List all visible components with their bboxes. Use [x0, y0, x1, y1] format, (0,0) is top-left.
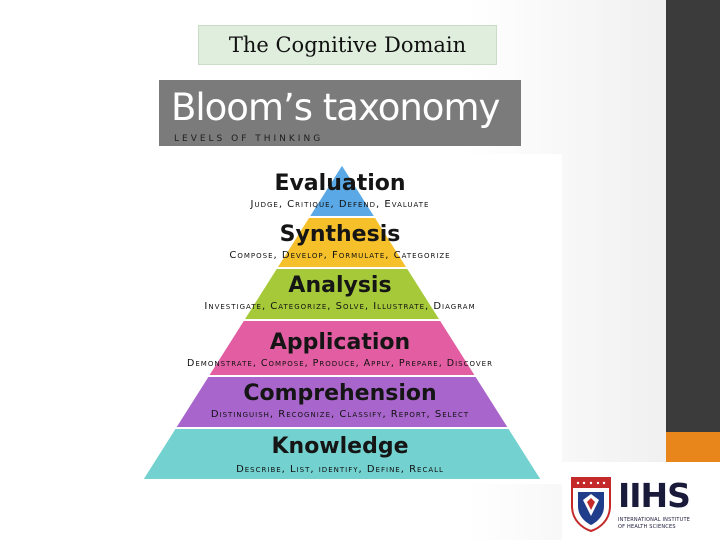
- pyramid-band-knowledge: [140, 427, 544, 481]
- level-name-analysis: Analysis: [288, 273, 392, 298]
- level-name-evaluation: Evaluation: [274, 171, 406, 196]
- level-verbs-comprehension: Distinguish, Recognize, Classify, Report…: [210, 409, 470, 420]
- level-name-synthesis: Synthesis: [279, 222, 401, 247]
- pyramid-diagram: [140, 162, 544, 481]
- level-name-knowledge: Knowledge: [271, 434, 409, 459]
- shield-logo-icon: [571, 477, 611, 532]
- side-bar: [666, 0, 720, 432]
- level-name-application: Application: [269, 330, 411, 355]
- level-verbs-application: Demonstrate, Compose, Produce, Apply, Pr…: [187, 358, 493, 369]
- level-verbs-analysis: Investigate, Categorize, Solve, Illustra…: [204, 301, 476, 312]
- level-verbs-knowledge: Describe, List, identify, Define, Recall: [236, 464, 444, 475]
- level-verbs-synthesis: Compose, Develop, Formulate, Categorize: [229, 250, 451, 261]
- level-verbs-evaluation: Judge, Critique, Defend, Evaluate: [250, 199, 430, 210]
- banner-title: Bloom’s taxonomy: [171, 86, 500, 129]
- logo-line-2: OF HEALTH SCIENCES: [618, 524, 676, 530]
- level-name-comprehension: Comprehension: [243, 381, 437, 406]
- logo-name: IIHS: [618, 476, 691, 515]
- logo-line-1: INTERNATIONAL INSTITUTE: [618, 517, 691, 523]
- slide-title: The Cognitive Domain: [198, 25, 497, 65]
- side-accent: [666, 432, 720, 462]
- banner-subtitle: LEVELS OF THINKING: [174, 134, 324, 144]
- bloom-banner: Bloom’s taxonomy LEVELS OF THINKING: [159, 80, 521, 146]
